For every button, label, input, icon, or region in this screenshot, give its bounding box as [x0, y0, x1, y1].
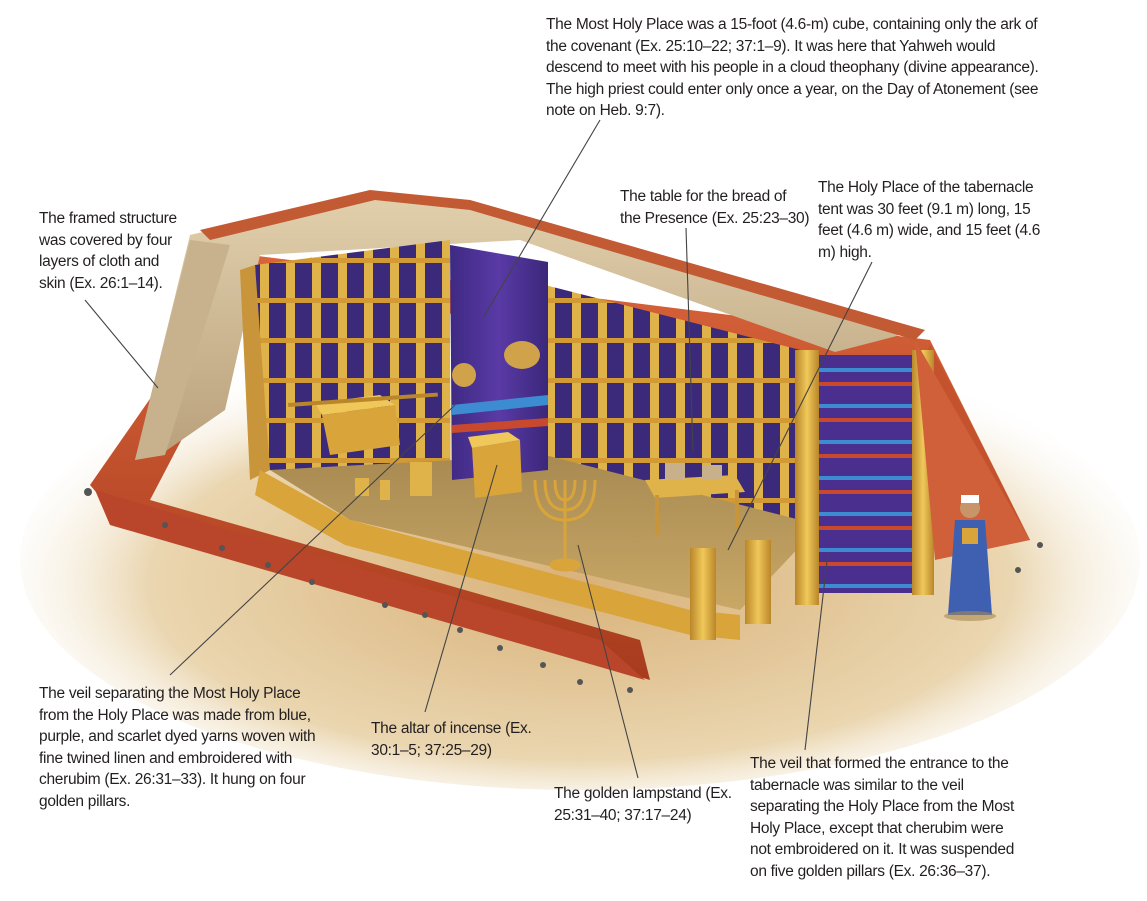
label-table-bread: The table for the bread of the Presence …: [620, 188, 810, 227]
label-veil-entrance: The veil that formed the entrance to the…: [750, 755, 1015, 880]
roof-covering: [135, 190, 925, 460]
label-altar-incense: The altar of incense (Ex. 30:1–5; 37:25–…: [371, 720, 532, 759]
entrance-veil: [795, 340, 1030, 605]
label-framed-structure: The framed structure was covered by four…: [39, 210, 177, 292]
tabernacle-frames: [240, 240, 820, 525]
tent-pegs: [84, 488, 1043, 693]
leader-lines: [84, 119, 873, 779]
high-priest-figure: [944, 495, 996, 621]
label-veil-separating: The veil separating the Most Holy Place …: [39, 685, 316, 810]
label-holy-place: The Holy Place of the tabernacle tent wa…: [818, 179, 1041, 261]
label-golden-lampstand: The golden lampstand (Ex. 25:31–40; 37:1…: [554, 785, 732, 824]
label-most-holy-place: The Most Holy Place was a 15-foot (4.6-m…: [546, 16, 1039, 119]
front-board-wall: [255, 462, 771, 640]
inner-veil-curtain: [450, 245, 548, 480]
ark-of-covenant: [288, 392, 438, 455]
golden-lampstand: [533, 479, 597, 572]
table-of-bread: [645, 463, 745, 535]
altar-of-incense: [468, 432, 522, 498]
